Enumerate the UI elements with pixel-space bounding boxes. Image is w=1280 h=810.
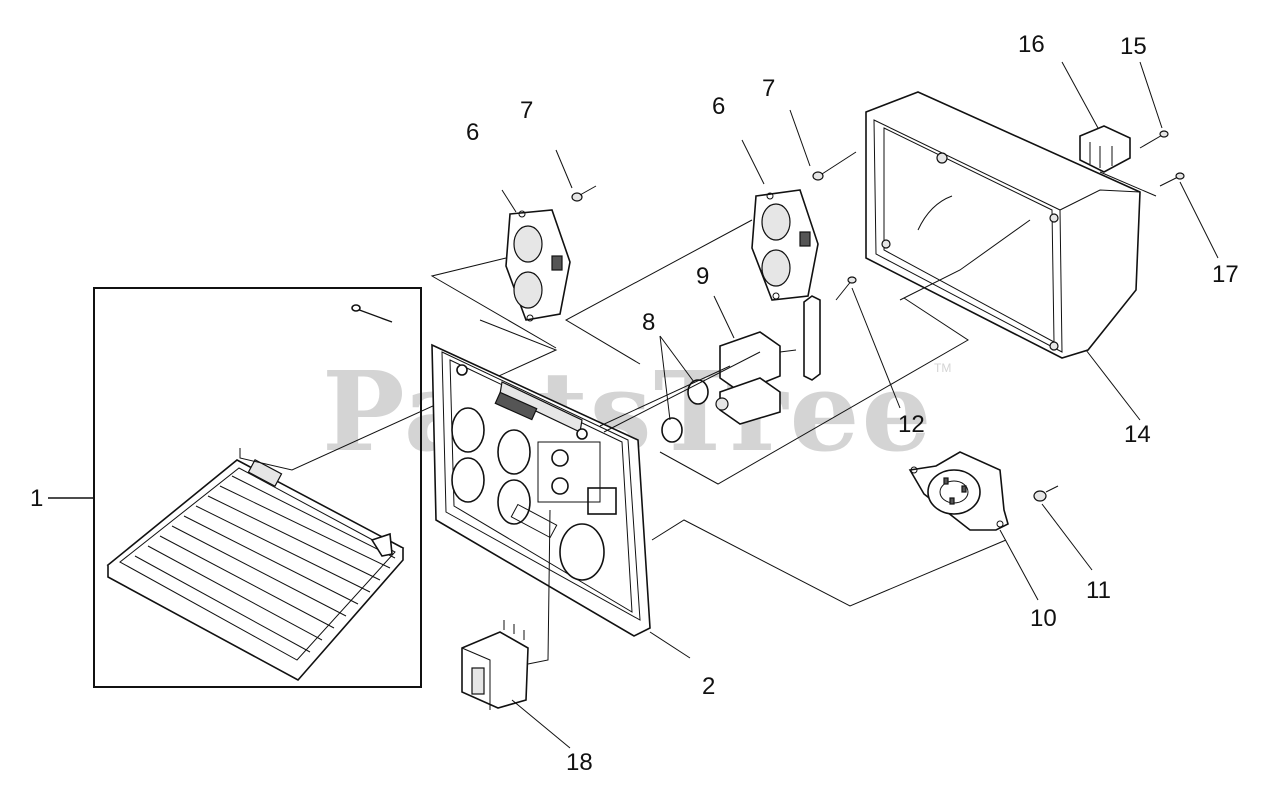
callout-9: 9	[696, 263, 709, 290]
callout-17: 17	[1212, 261, 1239, 288]
rocker-switch	[461, 509, 571, 749]
callout-10: 10	[1030, 605, 1057, 632]
callout-7-right: 7	[762, 75, 775, 102]
callout-11: 11	[1086, 577, 1111, 604]
callout-16: 16	[1018, 31, 1045, 58]
callout-15: 15	[1120, 33, 1147, 60]
callout-7-left: 7	[520, 97, 533, 124]
callout-8: 8	[642, 309, 655, 336]
indicator-lamps	[659, 335, 709, 443]
circuit-breaker	[599, 295, 797, 433]
callout-6-left: 6	[466, 119, 479, 146]
callout-6-right: 6	[712, 93, 725, 120]
twist-lock-outlet	[908, 451, 1093, 601]
duplex-outlet-left	[430, 149, 597, 349]
watermark-trademark: TM	[934, 361, 951, 375]
duplex-outlet-right	[564, 109, 857, 365]
cable-clip	[1061, 61, 1131, 173]
rear-housing	[865, 91, 1141, 421]
front-panel	[431, 343, 1007, 659]
callout-1: 1	[30, 485, 43, 512]
callout-12: 12	[898, 411, 925, 438]
callout-14: 14	[1124, 421, 1151, 448]
screws	[1099, 61, 1219, 259]
callout-18: 18	[566, 749, 593, 776]
mounting-bracket	[659, 276, 969, 485]
cover-detail-box	[93, 287, 558, 688]
callout-2: 2	[702, 673, 715, 700]
